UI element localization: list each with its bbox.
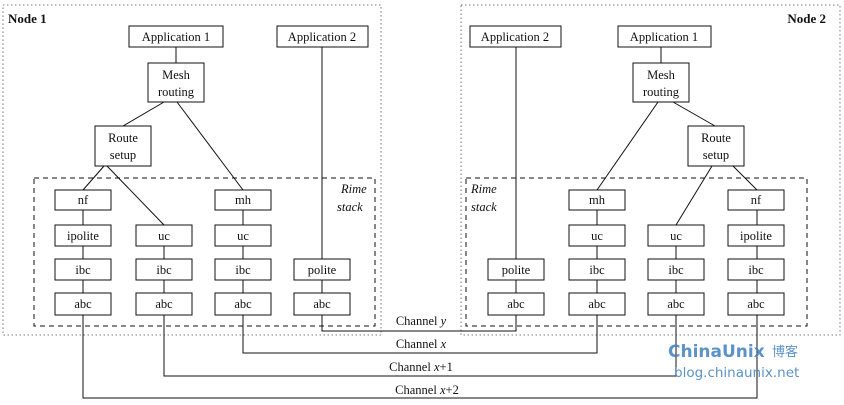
svg-text:ibc: ibc <box>748 263 764 277</box>
channel-y-label: Channel y <box>396 314 447 328</box>
svg-text:uc: uc <box>237 229 249 243</box>
node2-rime-stack-border <box>465 177 808 327</box>
node1-mh-ibc: ibc <box>214 258 272 281</box>
node2-nf: nf <box>727 189 785 211</box>
node2-uc: uc <box>647 224 705 247</box>
node1-application-2: Application 2 <box>276 25 369 48</box>
svg-text:ibc: ibc <box>75 263 91 277</box>
node2-border <box>460 4 841 336</box>
node1-application-1: Application 1 <box>128 25 224 48</box>
svg-text:Mesh: Mesh <box>162 68 191 82</box>
node1-nf-ibc: ibc <box>54 258 112 281</box>
svg-text:uc: uc <box>158 229 170 243</box>
svg-text:uc: uc <box>591 229 603 243</box>
svg-text:ibc: ibc <box>589 263 605 277</box>
node2-mh: mh <box>568 189 626 211</box>
svg-text:abc: abc <box>747 297 765 311</box>
svg-text:Route: Route <box>701 131 731 145</box>
svg-text:uc: uc <box>670 229 682 243</box>
node1-rime-stack-border <box>33 177 376 327</box>
channel-x-label: Channel x <box>396 337 447 351</box>
watermark-brand-cn: 博客 <box>772 344 798 360</box>
svg-text:setup: setup <box>703 148 729 162</box>
node2-mh-uc: uc <box>568 224 626 247</box>
channel-x2-label: Channel x+2 <box>395 383 459 397</box>
svg-text:Mesh: Mesh <box>647 68 676 82</box>
svg-text:Application 2: Application 2 <box>288 30 356 44</box>
node1-uc-ibc: ibc <box>135 258 193 281</box>
node2-ipolite: ipolite <box>727 224 785 247</box>
svg-text:ibc: ibc <box>235 263 251 277</box>
node2-title: Node 2 <box>787 11 826 26</box>
node2-stack-label-2: stack <box>471 200 497 214</box>
node1-mh-abc: abc <box>214 292 272 316</box>
svg-text:ipolite: ipolite <box>67 229 99 243</box>
node2-mh-abc: abc <box>568 292 626 316</box>
svg-text:Application 2: Application 2 <box>481 30 549 44</box>
svg-text:polite: polite <box>308 263 337 277</box>
channel-y-label-bg <box>386 312 456 328</box>
node1-border <box>2 4 382 336</box>
svg-text:polite: polite <box>502 263 531 277</box>
channel-y-wire <box>321 315 517 332</box>
node2-uc-ibc: ibc <box>647 258 705 281</box>
node2-nf-abc: abc <box>727 292 785 316</box>
node1-mh-uc: uc <box>214 224 272 247</box>
svg-text:abc: abc <box>74 297 92 311</box>
node2-nf-ibc: ibc <box>727 258 785 281</box>
channel-x2-wire <box>82 315 758 399</box>
node1-ipolite: ipolite <box>54 224 112 247</box>
watermark-url: blog.chinaunix.net <box>674 365 799 381</box>
node1-polite: polite <box>293 258 351 281</box>
svg-text:ipolite: ipolite <box>740 229 772 243</box>
node1-uc-abc: abc <box>135 292 193 316</box>
svg-text:nf: nf <box>751 193 762 207</box>
node1-stack-label-2: stack <box>337 200 363 214</box>
svg-text:abc: abc <box>588 297 606 311</box>
channel-x-wire <box>242 315 598 354</box>
node1-route-setup: Route setup <box>94 125 152 167</box>
svg-text:Application 1: Application 1 <box>142 30 210 44</box>
node2-application-2: Application 2 <box>469 25 562 48</box>
node1-stack-label-1: Rime <box>340 182 367 196</box>
node2-route-setup: Route setup <box>687 125 745 167</box>
node1-nf: nf <box>54 189 112 211</box>
node1-nf-abc: abc <box>54 292 112 316</box>
svg-text:ibc: ibc <box>668 263 684 277</box>
svg-text:abc: abc <box>667 297 685 311</box>
svg-text:setup: setup <box>110 148 136 162</box>
svg-text:ibc: ibc <box>156 263 172 277</box>
svg-text:mh: mh <box>235 193 252 207</box>
svg-text:routing: routing <box>643 85 680 99</box>
node2-polite-abc: abc <box>487 292 545 316</box>
node1-mesh-routing: Mesh routing <box>147 62 205 103</box>
channel-x1-label: Channel x+1 <box>389 360 453 374</box>
svg-text:nf: nf <box>78 193 89 207</box>
svg-text:abc: abc <box>155 297 173 311</box>
svg-text:abc: abc <box>507 297 525 311</box>
svg-text:abc: abc <box>234 297 252 311</box>
node2-connections <box>515 47 758 293</box>
node2-mh-ibc: ibc <box>568 258 626 281</box>
node2-stack-label-1: Rime <box>470 182 497 196</box>
node2-mesh-routing: Mesh routing <box>632 62 690 103</box>
node1-uc: uc <box>135 224 193 247</box>
watermark-brand: ChinaUnix <box>668 342 765 362</box>
node1-title: Node 1 <box>8 11 47 26</box>
svg-text:abc: abc <box>313 297 331 311</box>
svg-text:mh: mh <box>589 193 606 207</box>
node2-application-1: Application 1 <box>617 25 712 48</box>
node1-connections <box>82 47 323 293</box>
node1-mh: mh <box>214 189 272 211</box>
svg-text:routing: routing <box>158 85 195 99</box>
node2-uc-abc: abc <box>647 292 705 316</box>
node1-polite-abc: abc <box>293 292 351 316</box>
svg-text:Route: Route <box>108 131 138 145</box>
svg-text:Application 1: Application 1 <box>630 30 698 44</box>
watermark: ChinaUnix 博客 blog.chinaunix.net <box>668 342 799 381</box>
node2-polite: polite <box>487 258 545 281</box>
channel-x1-wire <box>163 315 677 377</box>
